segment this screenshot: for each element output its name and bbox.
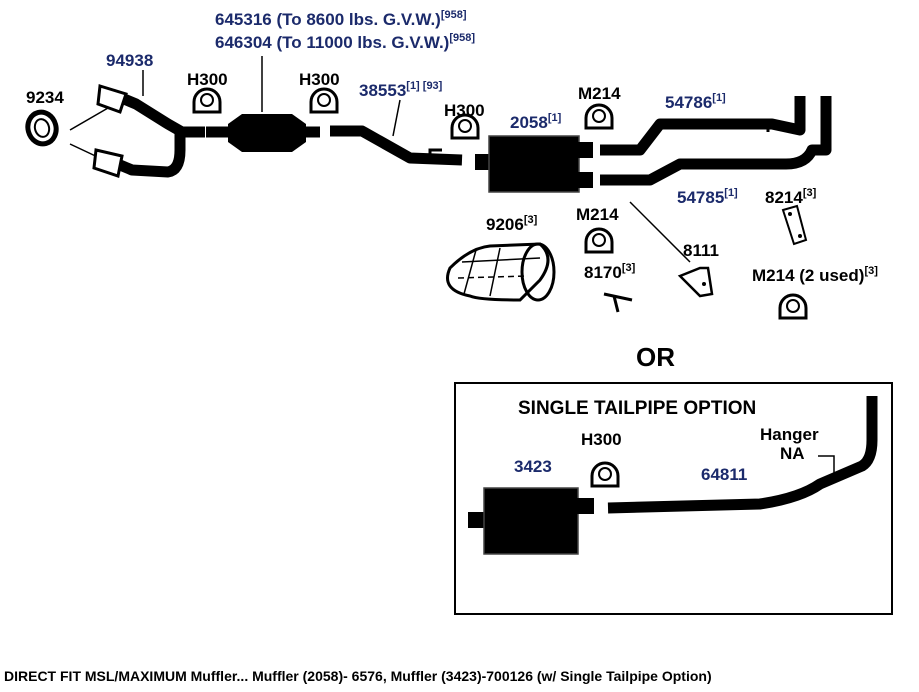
label-na: NA [780,444,805,463]
clamp-h300-c-icon [450,113,480,140]
label-9234: 9234 [26,88,64,107]
label-m214-a: M214 [578,84,621,103]
label-645316: 645316 (To 8600 lbs. G.V.W.)[958] [215,9,467,29]
label-8111: 8111 [683,241,719,260]
tailpipe-54786-shape [600,96,806,156]
clamp-m214-a-icon [584,103,614,130]
intermediate-pipe-38553-shape [330,125,463,166]
or-divider-text: OR [636,342,675,372]
label-646304: 646304 (To 11000 lbs. G.V.W.)[958] [215,32,475,52]
label-9206: 9206[3] [486,214,538,234]
label-54786: 54786[1] [665,92,726,112]
gasket-9234-shape [25,109,59,147]
diagram-caption: DIRECT FIT MSL/MAXIMUM Muffler... Muffle… [4,668,712,684]
label-h300-a: H300 [187,70,228,89]
clamp-h300-a-icon [192,87,222,114]
catalytic-converter-shape [206,114,320,152]
label-8214: 8214[3] [765,187,817,207]
bracket-8111-shape [677,266,714,298]
heat-shield-9206-shape [446,242,556,302]
clamp-m214-b-icon [584,227,614,254]
label-m214-used: M214 (2 used)[3] [752,265,878,285]
label-option-h300: H300 [581,430,622,449]
label-38553: 38553[1] [93] [359,80,443,100]
tailpipe-54785-shape [600,96,832,186]
option-title: SINGLE TAILPIPE OPTION [518,398,756,419]
hanger-na-leader [818,455,835,474]
label-2058: 2058[1] [510,112,562,132]
muffler-2058-shape [475,135,593,193]
hanger-8214-shape [781,204,808,246]
option-muffler-3423-shape [468,487,594,555]
option-box [454,382,893,615]
label-h300-c: H300 [444,101,485,120]
clamp-m214-used-icon [778,293,808,320]
label-8170: 8170[3] [584,262,636,282]
label-54785: 54785[1] [677,187,738,207]
y-pipe-94938-shape [92,84,205,178]
label-64811: 64811 [701,465,747,484]
label-3423: 3423 [514,457,552,476]
bracket-8170-shape [603,292,633,313]
option-tailpipe-64811-shape [607,396,878,514]
label-94938: 94938 [106,51,153,70]
clamp-h300-b-icon [309,87,339,114]
label-hanger: Hanger [760,425,819,444]
option-clamp-h300-icon [590,461,620,488]
label-m214-b: M214 [576,205,619,224]
label-h300-b: H300 [299,70,340,89]
